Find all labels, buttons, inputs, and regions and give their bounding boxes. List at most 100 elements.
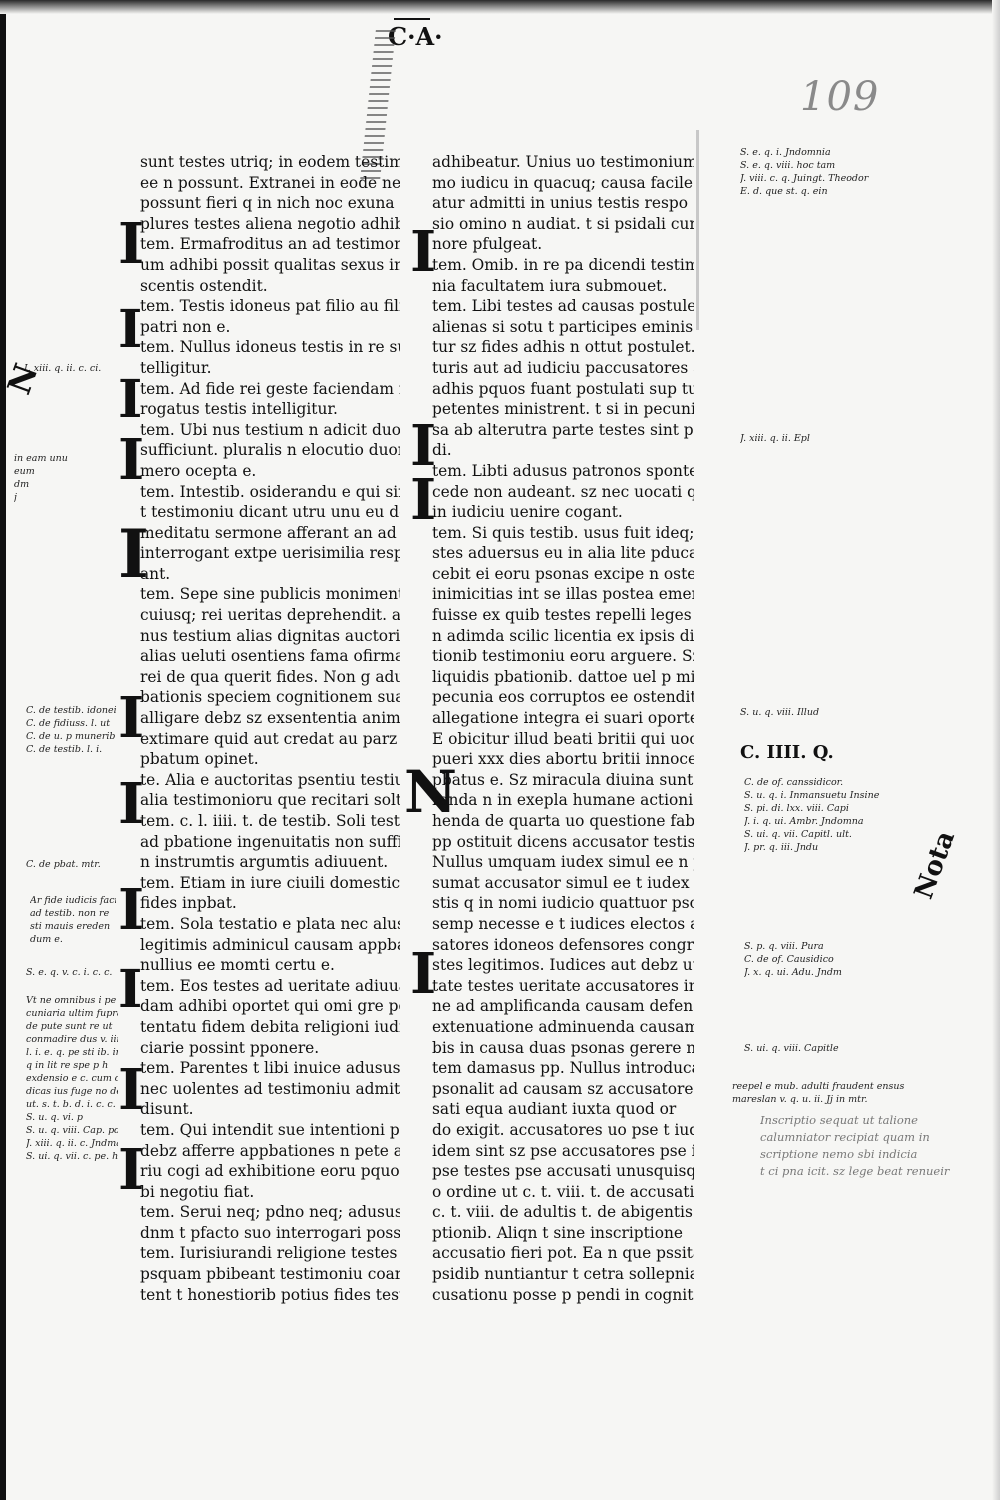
text-line: sunt testes utriq; in eodem testimonio xyxy=(140,153,400,171)
text-line: stes aduersus eu in alia lite pducant n … xyxy=(432,544,694,563)
gloss-line: S. u. q. vi. p xyxy=(26,1112,84,1123)
text-line: sio omino n audiat. t si psidali curie h… xyxy=(432,214,694,233)
text-line: tem. Iurisiurandi religione testes xyxy=(140,1244,398,1263)
text-line: tem. Testis idoneus pat filio au filius xyxy=(140,297,400,316)
text-line: tem. Ubi nus testium n adicit duo xyxy=(140,420,400,439)
text-line: plures testes aliena negotio adhibi. xyxy=(140,214,400,233)
text-line: pse testes pse accusati unusquisq; in su… xyxy=(432,1162,694,1181)
gloss-line: C. de testib. l. i. xyxy=(26,744,103,755)
initial-i: I xyxy=(118,211,145,277)
gloss-line: q in lit re spe p h xyxy=(26,1060,109,1071)
text-line: tur sz fides adhis n ottut postulet. Uen xyxy=(432,338,694,357)
gloss-line: C. de of. canssidicor. xyxy=(744,777,844,788)
text-line: tem. Libti adusus patronos sponte p xyxy=(432,461,694,480)
running-header: C·A· xyxy=(388,22,443,51)
gloss-line: sti mauis ereden xyxy=(30,921,111,932)
text-line: semp necesse e t iudices electos accu xyxy=(432,914,694,933)
gloss-line: dum e. xyxy=(30,934,63,945)
text-line: debz afferre appbationes n pete adusa xyxy=(140,1141,400,1160)
text-line: bationis speciem cognitionem sua iudex xyxy=(140,688,400,707)
initial-i: I xyxy=(118,959,143,1020)
text-line: nus testium alias dignitas auctoritas xyxy=(140,626,400,645)
text-line: legitimis adminicul causam appbati xyxy=(140,935,400,954)
text-line: tem damasus pp. Nullus introducat xyxy=(432,1059,694,1078)
text-line: o ordine ut c. t. viii. t. de accusatioi… xyxy=(432,1182,694,1201)
gloss-line: S. u. q. i. Inmansuetu Insine xyxy=(744,790,880,801)
gloss-line: C. de testib. idonei l. quis xyxy=(26,705,116,716)
text-line: alia testimonioru que recitari solt. xyxy=(140,791,400,810)
text-line: tem. Ermafroditus an ad testimoniu xyxy=(140,235,400,254)
initial-i: I xyxy=(410,467,437,533)
text-line: tem. c. l. iiii. t. de testib. Soli test… xyxy=(140,812,400,830)
gloss-line: J. pr. q. iii. Jndu xyxy=(744,842,819,853)
text-line: henda de quarta uo questione fabianus xyxy=(432,812,694,830)
gloss-line: in eam unu xyxy=(14,453,68,464)
gloss-line: J. xiii. q. ii. Epl xyxy=(740,433,810,444)
margin-gloss: J. xiii. q. ii. Epl xyxy=(740,432,920,445)
initial-i: I xyxy=(118,369,143,430)
text-line: cuiusq; rei ueritas deprehendit. alias xyxy=(140,606,400,625)
gloss-line: dicas ius fuge no de l xyxy=(26,1086,118,1097)
text-line: petentes ministrent. t si in pecuniaria … xyxy=(432,400,694,419)
text-line: psonalit ad causam sz accusatores t accu xyxy=(432,1079,694,1098)
gloss-line: S. u. q. viii. Illud xyxy=(740,707,820,718)
text-line: fides inpbat. xyxy=(140,894,237,913)
text-line: pp ostituit dicens accusator testis uel xyxy=(432,832,694,851)
text-line: tem. Etiam in iure ciuili domestici xyxy=(140,873,400,892)
gloss-line: S. ui. q. vii. c. pe. ha xyxy=(26,1151,118,1162)
text-column-left: sunt testes utriq; in eodem testimonio ee… xyxy=(140,152,400,1305)
text-line: nullius ee momti certu e. xyxy=(140,956,335,975)
gloss-line: Vt ne omnibus i pe xyxy=(26,995,117,1006)
initial-i: I xyxy=(118,1057,145,1123)
text-line: sufficiunt. pluralis n elocutio duoru nu xyxy=(140,441,400,460)
header-rule xyxy=(394,18,430,20)
text-line: idem sint sz pse accusatores pse iudices xyxy=(432,1141,694,1160)
text-line: alligare debz sz exsententia animi sui xyxy=(140,709,400,728)
gloss-line: de pute sunt re ut xyxy=(26,1021,113,1032)
text-line: Nullus umquam iudex simul ee n potest xyxy=(432,853,694,872)
text-line: ee n possunt. Extranei in eode negotio xyxy=(140,173,400,192)
initial-i: I xyxy=(410,413,437,479)
text-line: mo iudicu in quacuq; causa facile pati xyxy=(432,173,694,192)
text-line: nore pfulgeat. xyxy=(432,235,543,254)
text-line: ad pbatione ingenuitatis non sufficiunt. xyxy=(140,832,400,851)
text-line: interrogant extpe uerisimilia responde xyxy=(140,544,400,563)
text-line: E obicitur illud beati britii qui uoce xyxy=(432,729,694,748)
gloss-line: S. e. q. i. Jndomnia xyxy=(740,147,831,158)
initial-i: I xyxy=(118,685,145,751)
text-line: tem. Sola testatio e plata nec alus xyxy=(140,914,400,933)
text-line: mero ocepta e. xyxy=(140,461,257,480)
margin-gloss: C. de pbat. mtr. xyxy=(26,858,116,871)
initial-i: I xyxy=(118,771,145,837)
margin-gloss: C. de of. canssidicor. S. u. q. i. Inmans… xyxy=(744,776,914,854)
initial-i: I xyxy=(410,219,437,285)
text-line: in iudiciu uenire cogant. xyxy=(432,503,623,522)
text-line: adhis pquos fuant postulati sup tus con xyxy=(432,379,694,398)
text-line: ne ad amplificanda causam defensores xyxy=(432,997,694,1016)
text-line: sati equa audiant iuxta quod or xyxy=(432,1100,677,1119)
text-line: possunt fieri q in nich noc exuna domo xyxy=(140,194,400,213)
initial-i: I xyxy=(410,941,437,1007)
gloss-line: E. d. que st. q. ein xyxy=(740,186,828,197)
text-line: stes legitimos. Iudices aut debz uti equ… xyxy=(432,956,694,975)
gloss-line: l. i. e. q. pe sti ib. infroga xyxy=(26,1047,118,1058)
initial-i: I xyxy=(118,877,145,943)
text-line: do exigit. accusatores uo pse t iudices … xyxy=(432,1120,694,1139)
gloss-line: J. xiii. q. ii. c. Jndma xyxy=(26,1138,118,1149)
text-line: tem. Serui neq; pdno neq; adusus xyxy=(140,1203,400,1222)
ruling-line xyxy=(696,130,699,330)
initial-i: I xyxy=(118,299,143,360)
gloss-line: J. viii. c. q. Juingt. Theodor xyxy=(740,173,869,184)
text-line: tate testes ueritate accusatores intenti… xyxy=(432,976,694,995)
text-line: tem. Libi testes ad causas postulentur xyxy=(432,297,694,316)
text-line: tem. Parentes t libi inuice adusus xyxy=(140,1059,400,1078)
text-line: rei de qua querit fides. Non g adunam p xyxy=(140,667,400,686)
text-line: rogatus testis intelligitur. xyxy=(140,400,338,419)
text-line: pecunia eos corruptos ee ostendit ei xyxy=(432,688,694,707)
